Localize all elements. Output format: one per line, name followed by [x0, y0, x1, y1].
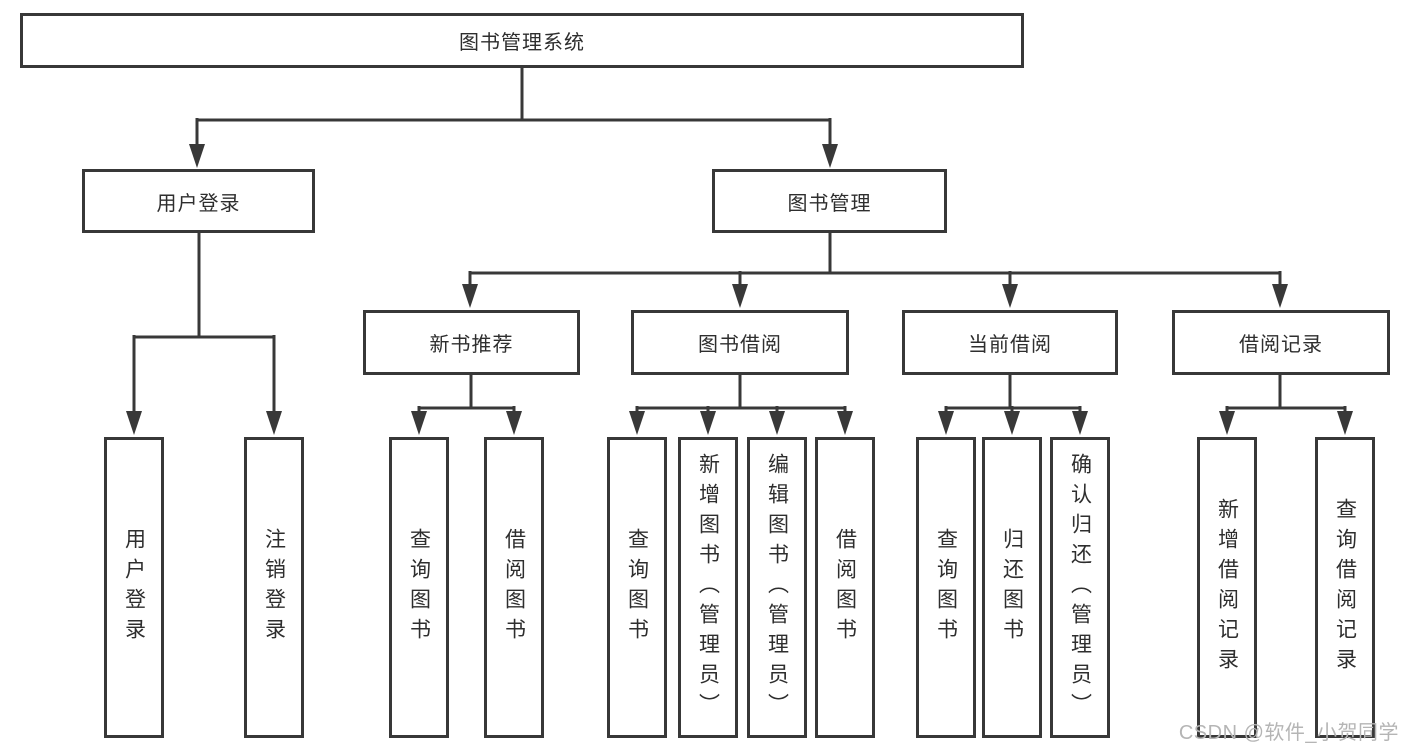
leaf-borrow-add-books-admin: 新增图书（管理员） — [678, 437, 738, 738]
leaf-label: 借阅图书 — [833, 527, 857, 648]
leaf-label: 归还图书 — [1000, 527, 1024, 648]
arrowhead-leaf-logout — [266, 411, 282, 435]
leaf-label: 查询借阅记录 — [1333, 497, 1357, 678]
leaf-label: 新增借阅记录 — [1215, 497, 1239, 678]
node-library-management-system: 图书管理系统 — [20, 13, 1024, 68]
arrowhead-book-management — [822, 144, 838, 168]
node-label: 图书借阅 — [698, 334, 782, 356]
leaf-label: 编辑图书（管理员） — [765, 452, 789, 723]
node-label: 图书管理系统 — [459, 32, 585, 54]
leaf-borrow-query-books: 查询图书 — [607, 437, 667, 738]
leaf-records-query-record: 查询借阅记录 — [1315, 437, 1375, 738]
arrowhead-current-query — [938, 411, 954, 435]
node-borrowing-records: 借阅记录 — [1172, 310, 1390, 375]
arrowhead-recommend-query — [411, 411, 427, 435]
leaf-label: 新增图书（管理员） — [696, 452, 720, 723]
node-book-management: 图书管理 — [712, 169, 947, 233]
leaf-label: 确认归还（管理员） — [1068, 452, 1092, 723]
leaf-current-query-books: 查询图书 — [916, 437, 976, 738]
node-current-borrowing: 当前借阅 — [902, 310, 1118, 375]
node-label: 借阅记录 — [1239, 334, 1323, 356]
arrowhead-current-borrowing — [1002, 284, 1018, 308]
node-label: 图书管理 — [787, 192, 872, 215]
arrowhead-book-borrowing — [732, 284, 748, 308]
node-label: 新书推荐 — [429, 334, 514, 356]
connector-borrow-children — [635, 375, 847, 414]
connector-current-children — [944, 375, 1082, 414]
arrowhead-recommend-borrow — [506, 411, 522, 435]
leaf-label: 查询图书 — [934, 527, 958, 648]
arrowhead-new-book-recommend — [462, 284, 478, 308]
arrowhead-current-confirm — [1072, 411, 1088, 435]
leaf-label: 用户登录 — [122, 527, 146, 648]
leaf-logout: 注销登录 — [244, 437, 304, 738]
leaf-label: 查询图书 — [625, 527, 649, 648]
arrowhead-borrow-add — [700, 411, 716, 435]
leaf-label: 借阅图书 — [502, 527, 526, 648]
arrowhead-borrow-edit — [769, 411, 785, 435]
leaf-user-login: 用户登录 — [104, 437, 164, 738]
node-new-book-recommend: 新书推荐 — [363, 310, 580, 375]
leaf-recommend-borrow-books: 借阅图书 — [484, 437, 544, 738]
csdn-watermark: CSDN @软件_小贺同学 — [1178, 722, 1399, 744]
leaf-borrow-borrow-books: 借阅图书 — [815, 437, 875, 738]
arrowhead-leaf-user-login — [126, 411, 142, 435]
node-label: 用户登录 — [156, 192, 241, 215]
connector-records-children — [1225, 375, 1347, 414]
connector-book-management-children — [468, 233, 1282, 287]
arrowhead-records-query — [1337, 411, 1353, 435]
leaf-recommend-query-books: 查询图书 — [389, 437, 449, 738]
leaf-borrow-edit-books-admin: 编辑图书（管理员） — [747, 437, 807, 738]
arrowhead-borrow-query — [629, 411, 645, 435]
arrowhead-borrow-borrow — [837, 411, 853, 435]
leaf-current-return-books: 归还图书 — [982, 437, 1042, 738]
connector-recommend-children — [417, 375, 516, 414]
leaf-current-confirm-return-admin: 确认归还（管理员） — [1050, 437, 1110, 738]
arrowhead-borrowing-records — [1272, 284, 1288, 308]
node-label: 当前借阅 — [968, 334, 1052, 356]
node-book-borrowing: 图书借阅 — [631, 310, 849, 375]
arrowhead-current-return — [1004, 411, 1020, 435]
arrowhead-user-login — [189, 144, 205, 168]
arrowhead-records-add — [1219, 411, 1235, 435]
leaf-records-add-record: 新增借阅记录 — [1197, 437, 1257, 738]
node-user-login: 用户登录 — [82, 169, 315, 233]
connector-root-to-level2 — [195, 68, 832, 147]
leaf-label: 注销登录 — [262, 527, 286, 648]
leaf-label: 查询图书 — [407, 527, 431, 648]
connector-user-login-children — [132, 233, 276, 413]
